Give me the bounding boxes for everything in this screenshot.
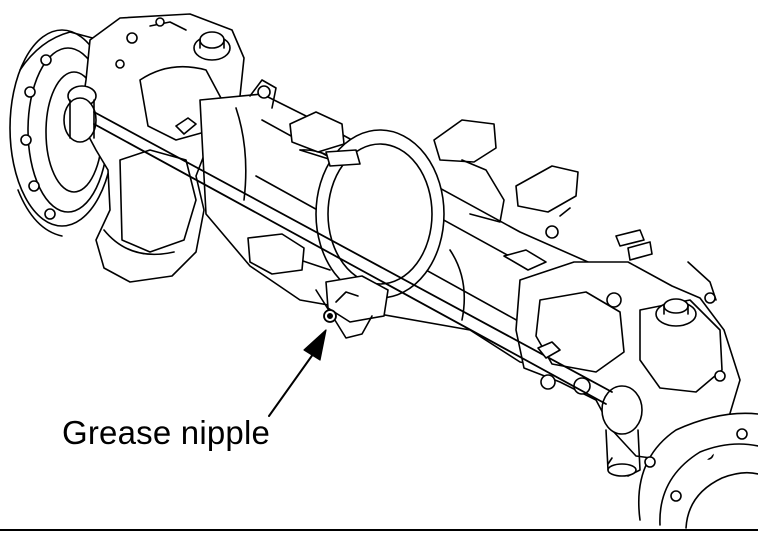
tie-rod [94, 112, 612, 404]
callout-label: Grease nipple [62, 414, 271, 451]
right-wheel-hub [639, 413, 758, 528]
axle-housing [200, 80, 606, 370]
rear-mount-brackets [434, 120, 716, 300]
bottom-divider [0, 529, 758, 531]
arrow-pointer-icon [269, 330, 326, 416]
grease-nipple-icon [324, 310, 336, 322]
right-steering-knuckle [516, 262, 741, 476]
